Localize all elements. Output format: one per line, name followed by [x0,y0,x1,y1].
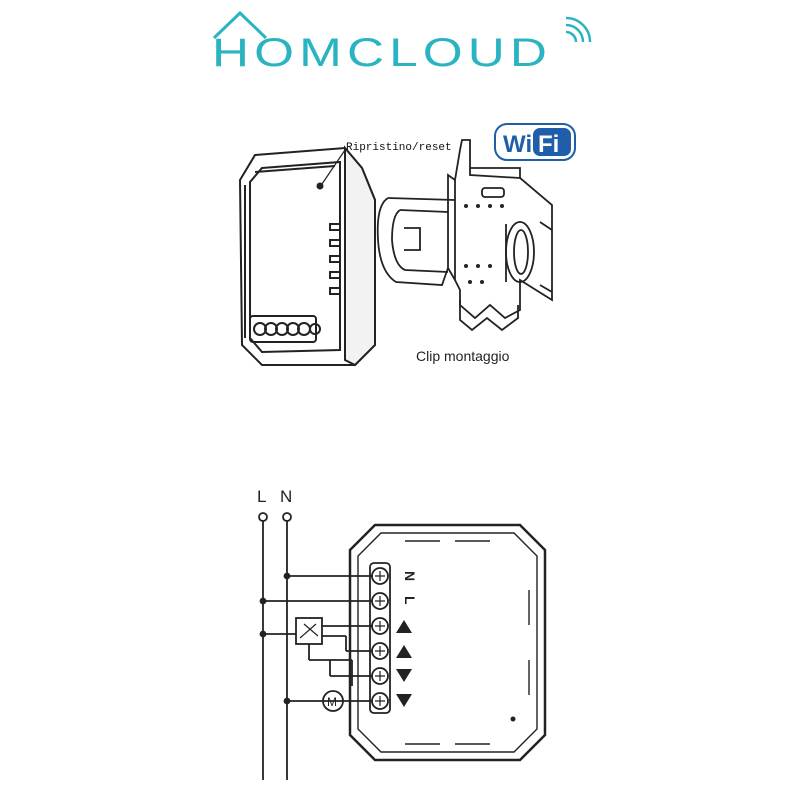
clip-holes [464,204,504,284]
motor-label: M [327,695,337,709]
wiring-diagram [258,512,547,780]
house-roof-icon [212,10,268,40]
device-module-drawing [238,145,376,367]
wifi-badge-fi: Fi [538,131,559,158]
terminal-strip [369,562,391,714]
clip-label: Clip montaggio [416,348,510,364]
line-supply-terminal [258,512,268,522]
reset-button-icon [316,182,324,190]
line-label: L [257,487,266,506]
terminal-screws [371,567,389,710]
device-pins [329,223,341,295]
wall-switch-icon [295,617,323,645]
output-arrow-icons [396,620,412,707]
terminal-l-label: L [402,596,418,605]
reset-label: Ripristino/reset [346,142,452,154]
device-terminal-screws [249,315,321,343]
logo-text: HOMCLOUD [212,31,552,75]
wifi-badge: Wi Fi [494,123,576,161]
wifi-signal-icon [565,16,592,43]
neutral-label: N [280,487,292,506]
neutral-supply-terminal [282,512,292,522]
mounting-clip-drawing [376,139,553,332]
module-led-dot [510,716,516,722]
terminal-n-label: N [402,571,418,581]
wifi-badge-wi: Wi [503,131,532,158]
brand-logo: HOMCLOUD [212,10,592,75]
